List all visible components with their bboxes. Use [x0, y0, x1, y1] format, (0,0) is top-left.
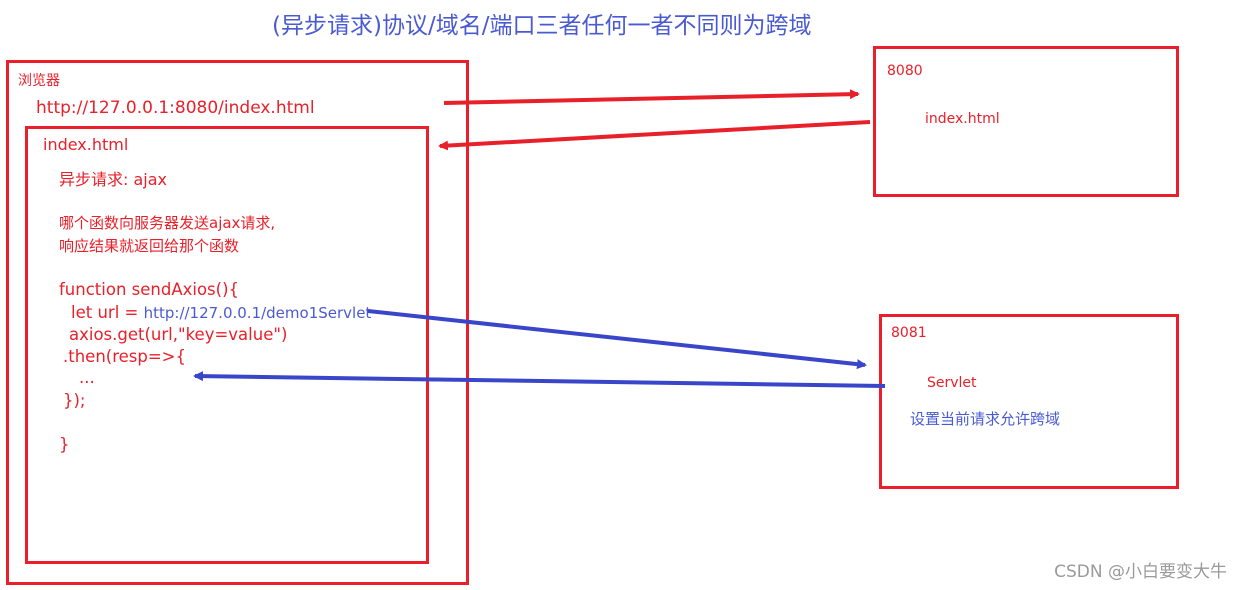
diagram-title: (异步请求)协议/域名/端口三者任何一者不同则为跨域	[272, 13, 812, 39]
code-line-2-url: http://127.0.0.1/demo1Servlet	[143, 304, 372, 322]
index-page-name: index.html	[43, 135, 129, 154]
code-line-5: ...	[79, 368, 95, 387]
code-line-1: function sendAxios(){	[59, 280, 240, 299]
cors-note: 设置当前请求允许跨域	[910, 410, 1061, 428]
code-line-6: });	[63, 391, 86, 410]
server-8081-port: 8081	[891, 325, 927, 341]
code-line-2-prefix: let url =	[71, 303, 144, 322]
server-8080-file: index.html	[925, 111, 1000, 127]
browser-label: 浏览器	[18, 73, 60, 89]
desc-line-1: 哪个函数向服务器发送ajax请求,	[59, 214, 276, 232]
request-arrow-to-8080	[443, 89, 860, 105]
index-page-box	[25, 126, 429, 564]
code-line-7: }	[59, 435, 70, 454]
async-label: 异步请求: ajax	[59, 170, 168, 189]
desc-line-2: 响应结果就返回给那个函数	[59, 237, 240, 255]
code-line-3: axios.get(url,"key=value")	[69, 325, 288, 344]
server-8080-box	[873, 46, 1179, 197]
watermark: CSDN @小白要变大牛	[1054, 562, 1227, 582]
code-line-4: .then(resp=>{	[63, 347, 187, 366]
browser-url: http://127.0.0.1:8080/index.html	[36, 98, 315, 118]
code-line-2: let url = http://127.0.0.1/demo1Servlet	[71, 303, 372, 322]
servlet-label: Servlet	[927, 375, 977, 391]
response-arrow-to-browser	[438, 120, 871, 151]
server-8081-box	[879, 314, 1179, 489]
server-8080-port: 8080	[887, 63, 923, 79]
